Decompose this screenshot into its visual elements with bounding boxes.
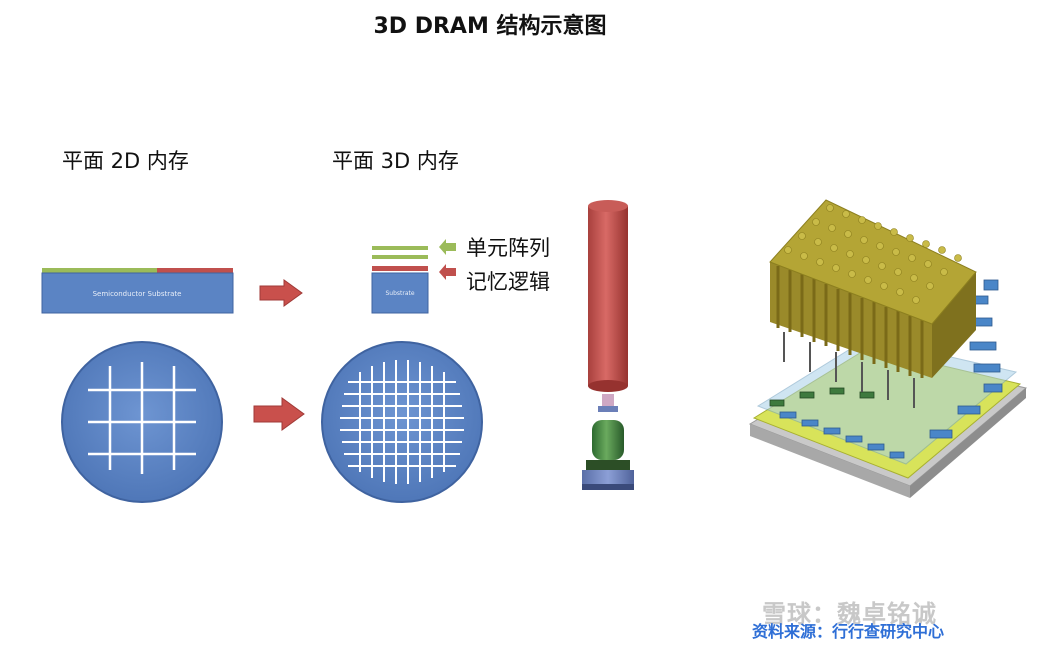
arrow-right-icon: [253, 397, 305, 431]
diagram-title: 3D DRAM 结构示意图: [373, 14, 607, 39]
legend-array-label: 单元阵列: [466, 236, 550, 260]
planar-3d-substrate-label: Substrate: [385, 290, 414, 297]
planar-2d-substrate: Semiconductor Substrate: [41, 268, 234, 314]
planar-3d-stack: Substrate: [371, 246, 429, 314]
planar-2d-substrate-label: Semiconductor Substrate: [93, 290, 182, 298]
planar-2d-heading: 平面 2D 内存: [62, 149, 189, 173]
wafer-3d: [321, 341, 483, 503]
wafer-2d: [61, 341, 223, 503]
planar-3d-heading: 平面 3D 内存: [332, 149, 459, 173]
legend-arrows: [439, 239, 456, 280]
source-note: 资料来源：行行查研究中心: [752, 622, 945, 641]
legend-logic-label: 记忆逻辑: [466, 270, 550, 294]
capacitor-cell-illustration: [582, 200, 634, 490]
3d-dram-cube-illustration: [748, 199, 1028, 498]
watermark: 雪球：魏卓铭诚: [762, 600, 937, 628]
arrow-right-icon: [259, 279, 303, 307]
